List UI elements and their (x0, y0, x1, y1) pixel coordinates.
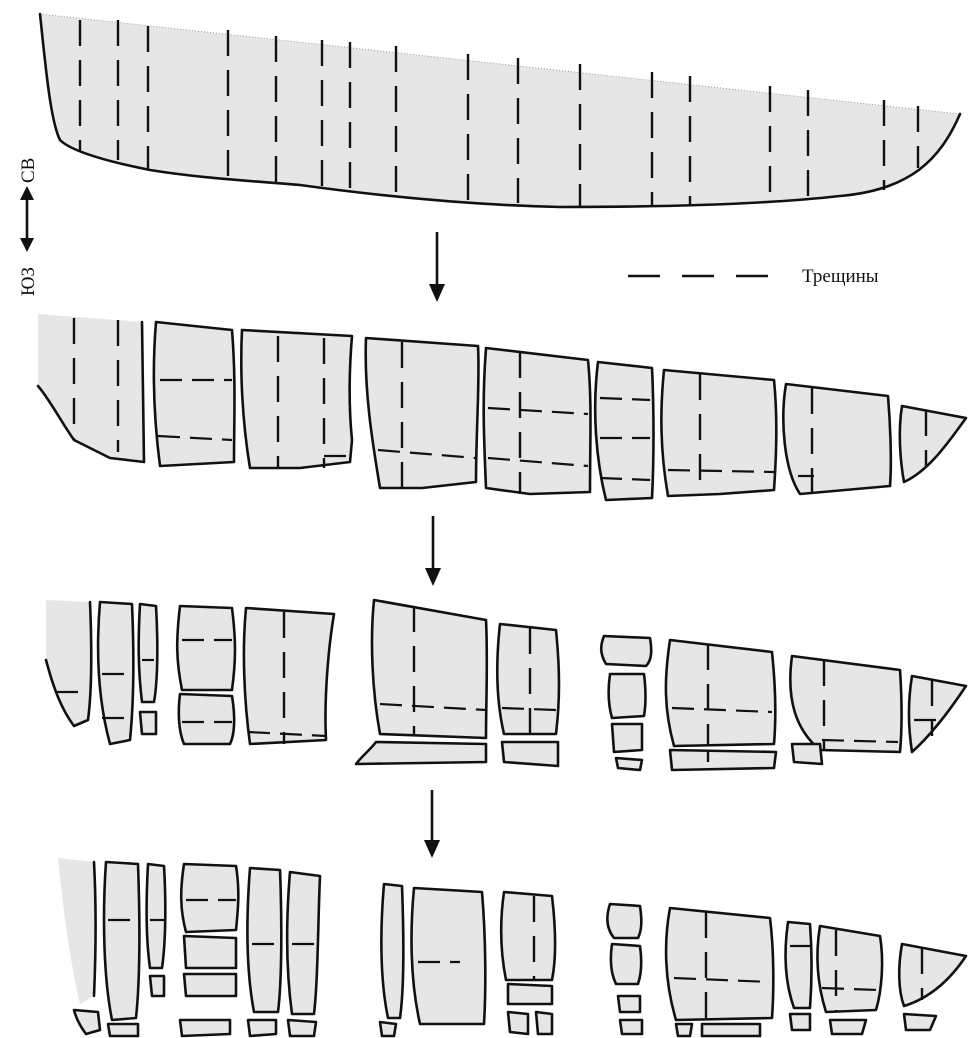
legend-cracks-label: Трещины (802, 266, 879, 287)
arrow-3 (424, 790, 440, 858)
southwest-label: ЮЗ (18, 267, 39, 296)
legend: Трещины (628, 266, 879, 287)
stage-3-blocks (46, 600, 966, 770)
arrow-1 (429, 232, 445, 302)
stage-4-blocks (58, 858, 966, 1036)
orientation-indicator: СВ ЮЗ (18, 158, 39, 296)
northeast-label: СВ (18, 158, 39, 183)
arrow-2 (425, 516, 441, 586)
stage-1-intact-slab (40, 14, 960, 207)
stage-2-blocks (38, 314, 966, 500)
